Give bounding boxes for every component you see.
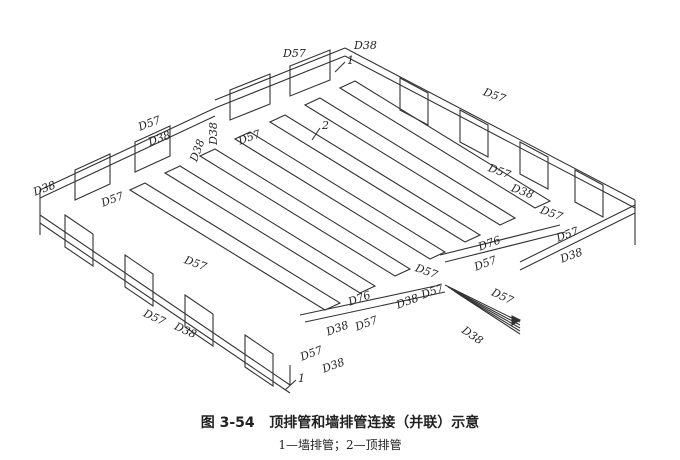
wall-panel — [289, 49, 331, 97]
ceiling-pipe-strip — [303, 97, 517, 226]
pipe-size-label: D38 — [354, 39, 377, 52]
wall-panel — [64, 213, 94, 268]
ceiling-pipe-strip — [198, 148, 412, 277]
header-pipe — [444, 231, 566, 263]
wall-pipe-line — [214, 55, 346, 109]
outlet-pipe — [447, 286, 521, 326]
ceiling-pipe-strip — [163, 165, 377, 294]
figure-number: 图 3-54 — [200, 415, 255, 431]
outlet-pipe — [444, 284, 521, 323]
header-pipe — [299, 284, 441, 316]
figure-title: 顶排管和墙排管连接（并联）示意 — [269, 415, 480, 431]
pipe-size-label: D38 — [206, 122, 220, 145]
wall-panel — [74, 153, 111, 201]
wall-panel — [574, 169, 604, 218]
wall-panel — [244, 333, 274, 388]
header-pipe — [304, 291, 446, 323]
wall-pipe-line — [344, 47, 636, 201]
figure-legend: 1—墙排管；2—顶排管 — [278, 438, 402, 452]
outlet-pipe — [456, 292, 521, 335]
wall-panel — [459, 109, 489, 158]
wall-pipe-line — [39, 214, 291, 386]
wall-pipe-line — [519, 204, 636, 263]
wall-panel — [124, 253, 154, 308]
wall-panel — [134, 125, 171, 173]
wall-pipe-line — [39, 222, 291, 394]
pipe-size-label: 2 — [322, 119, 329, 132]
arrow-icon — [511, 315, 522, 326]
wall-panel — [519, 141, 549, 190]
wall-panel — [399, 77, 429, 126]
ceiling-pipe-strip — [128, 182, 342, 311]
pipe-diagram — [39, 47, 636, 394]
pipe-size-label: 1 — [347, 54, 354, 67]
wall-pipe-line — [214, 47, 346, 101]
ceiling-pipe-strip — [338, 80, 552, 209]
wall-panel — [229, 73, 271, 121]
wall-pipe-line — [519, 212, 636, 271]
ceiling-pipe-strip — [233, 131, 447, 260]
wall-pipe-line — [344, 55, 636, 209]
header-pipe — [439, 224, 561, 256]
outlet-pipe — [450, 288, 521, 329]
leader-line — [284, 379, 297, 391]
wall-pipe-line — [39, 115, 216, 199]
pipe-size-label: D57 — [283, 47, 306, 60]
wall-panel — [184, 293, 214, 348]
ceiling-pipe-strip — [268, 114, 482, 243]
leader-line — [311, 127, 321, 141]
figure-caption: 图 3-54 顶排管和墙排管连接（并联）示意 — [0, 412, 680, 432]
leader-line — [334, 61, 346, 73]
wall-pipe-line — [39, 107, 216, 191]
pipe-size-label: 1 — [298, 372, 305, 385]
